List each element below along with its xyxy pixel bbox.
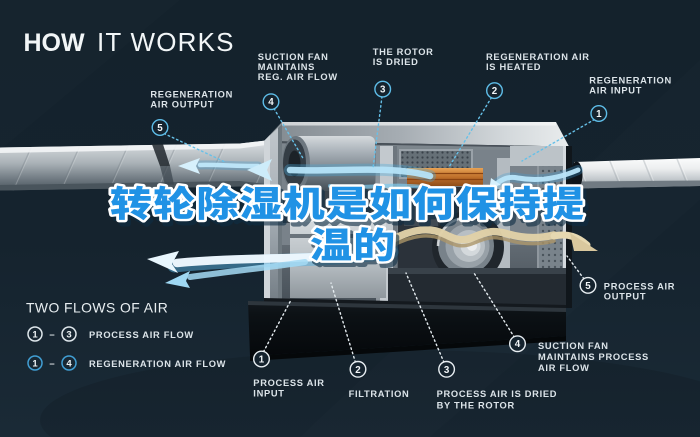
svg-text:THE ROTOR: THE ROTOR bbox=[373, 47, 434, 57]
svg-text:5: 5 bbox=[585, 281, 591, 292]
svg-text:1: 1 bbox=[259, 355, 265, 366]
svg-text:PROCESS AIR FLOW: PROCESS AIR FLOW bbox=[89, 330, 194, 340]
svg-text:REGENERATION AIR FLOW: REGENERATION AIR FLOW bbox=[89, 359, 226, 369]
svg-text:3: 3 bbox=[444, 365, 450, 376]
svg-text:SUCTION FAN: SUCTION FAN bbox=[258, 52, 329, 62]
svg-text:1: 1 bbox=[32, 358, 38, 369]
svg-text:–: – bbox=[49, 329, 54, 340]
svg-text:SUCTION FAN: SUCTION FAN bbox=[538, 341, 609, 351]
svg-text:3: 3 bbox=[66, 329, 71, 340]
svg-text:IS HEATED: IS HEATED bbox=[486, 62, 541, 72]
svg-text:PROCESS AIR: PROCESS AIR bbox=[253, 378, 324, 388]
svg-text:1: 1 bbox=[32, 329, 38, 340]
svg-text:IS DRIED: IS DRIED bbox=[373, 57, 419, 67]
svg-text:REGENERATION AIR: REGENERATION AIR bbox=[486, 52, 590, 62]
svg-text:–: – bbox=[49, 358, 54, 369]
svg-text:2: 2 bbox=[355, 365, 361, 376]
svg-text:REG. AIR FLOW: REG. AIR FLOW bbox=[258, 72, 338, 82]
svg-text:5: 5 bbox=[157, 123, 163, 134]
svg-text:AIR INPUT: AIR INPUT bbox=[589, 86, 642, 96]
svg-text:3: 3 bbox=[380, 85, 386, 96]
svg-text:TWO FLOWS OF AIR: TWO FLOWS OF AIR bbox=[26, 300, 168, 316]
svg-text:HOW: HOW bbox=[24, 29, 86, 57]
svg-text:OUTPUT: OUTPUT bbox=[604, 292, 646, 302]
svg-text:IT WORKS: IT WORKS bbox=[97, 27, 235, 57]
svg-text:PROCESS AIR: PROCESS AIR bbox=[604, 281, 675, 291]
svg-text:AIR OUTPUT: AIR OUTPUT bbox=[150, 99, 214, 109]
svg-text:1: 1 bbox=[596, 109, 602, 120]
svg-text:REGENERATION: REGENERATION bbox=[589, 76, 672, 86]
svg-text:BY THE ROTOR: BY THE ROTOR bbox=[437, 400, 515, 410]
svg-text:AIR FLOW: AIR FLOW bbox=[538, 363, 590, 373]
svg-text:INPUT: INPUT bbox=[253, 388, 284, 398]
svg-text:MAINTAINS: MAINTAINS bbox=[258, 62, 315, 72]
svg-text:4: 4 bbox=[268, 97, 274, 108]
svg-text:MAINTAINS PROCESS: MAINTAINS PROCESS bbox=[538, 352, 649, 362]
svg-text:4: 4 bbox=[515, 339, 521, 350]
svg-text:FILTRATION: FILTRATION bbox=[349, 389, 410, 399]
svg-text:REGENERATION: REGENERATION bbox=[150, 90, 233, 100]
svg-text:2: 2 bbox=[492, 86, 498, 97]
svg-text:PROCESS AIR IS DRIED: PROCESS AIR IS DRIED bbox=[437, 389, 558, 399]
svg-text:4: 4 bbox=[66, 358, 72, 369]
